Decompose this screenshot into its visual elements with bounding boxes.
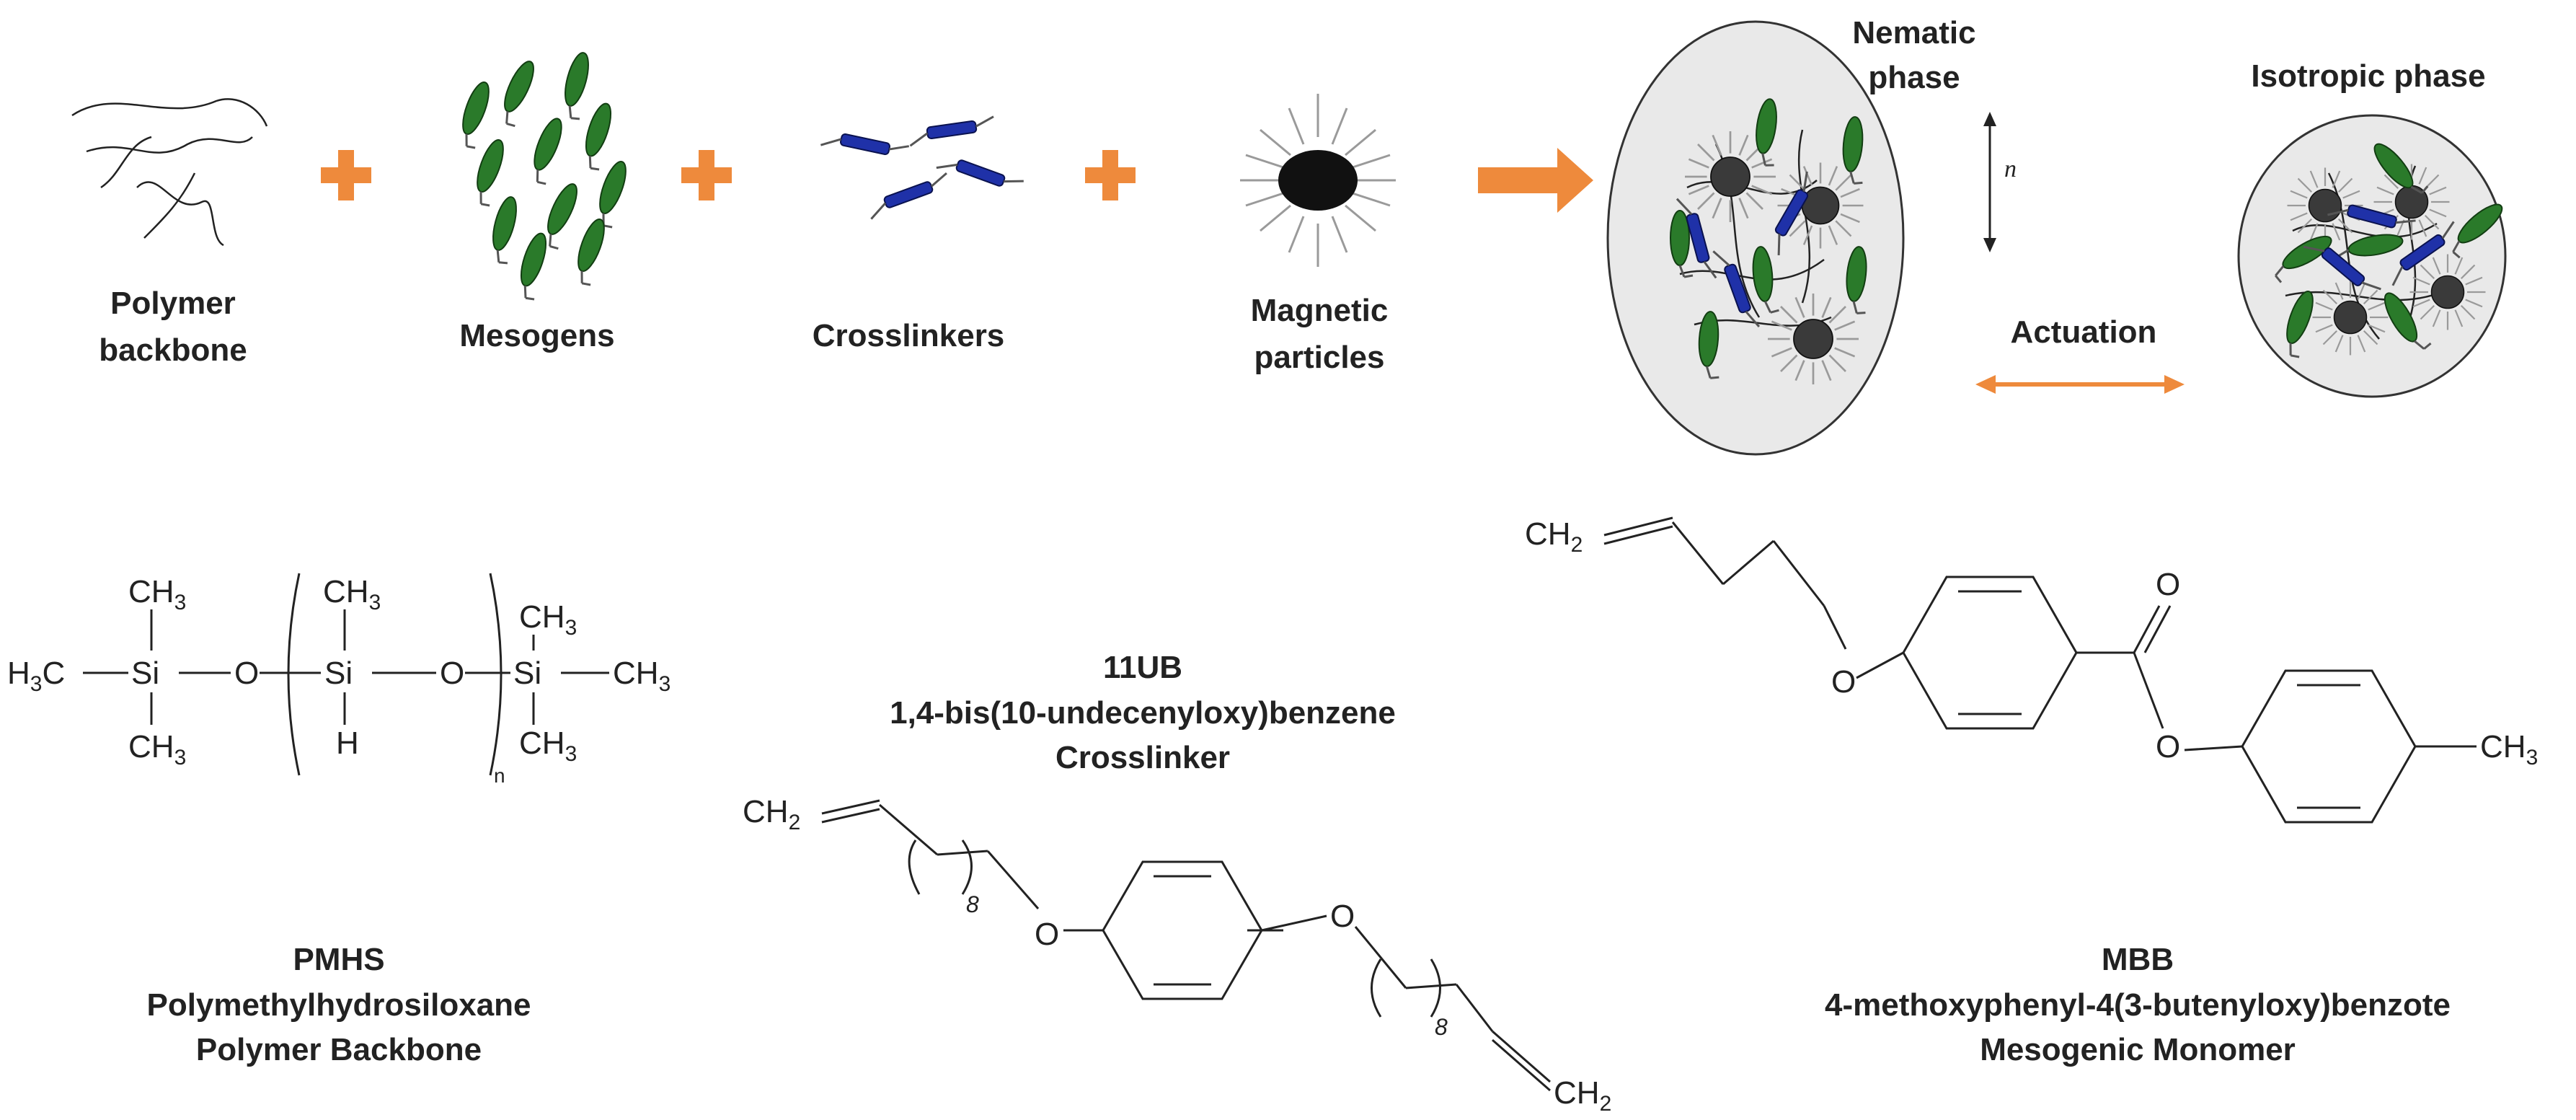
pmhs-ch3-top-3: CH3	[519, 599, 577, 640]
magnetic-particle-icon	[1240, 94, 1396, 267]
pmhs-ch3-top-1: CH3	[128, 574, 186, 614]
pmhs-si-3: Si	[513, 656, 541, 691]
isotropic-label: Isotropic phase	[2251, 58, 2485, 94]
crosslinkers-label: Crosslinkers	[813, 318, 1005, 353]
mbb-label-line1: MBB	[2102, 942, 2174, 977]
mbb-structure: CH2 O O O CH3	[1525, 516, 2538, 824]
pmhs-h: H	[336, 726, 359, 761]
xl-ch2-left: CH2	[743, 794, 800, 834]
crosslinkers-icon	[819, 115, 1025, 221]
pmhs-label-line2: Polymethylhydrosiloxane	[146, 987, 531, 1023]
pmhs-ch3-right: CH3	[613, 656, 670, 696]
svg-text:H3C: H3C	[7, 656, 65, 696]
crosslinker-structure: CH2 8 O O 8 CH2	[743, 794, 1611, 1116]
pmhs-si-2: Si	[324, 656, 353, 691]
actuation-arrow-icon	[1975, 375, 2185, 394]
pmhs-o-1: O	[234, 656, 259, 691]
pmhs-h3c-left: H3C	[7, 656, 65, 696]
crosslinker-label-line3: Crosslinker	[1055, 740, 1230, 775]
pmhs-o-2: O	[440, 656, 464, 691]
plus-icon-1	[321, 150, 371, 200]
xl-repeat-1: 8	[966, 891, 979, 917]
mbb-o-carbonyl: O	[2156, 567, 2180, 602]
crosslinker-label-line1: 11UB	[1103, 650, 1182, 685]
mbb-o-ether: O	[1831, 664, 1856, 700]
mesogens-icon	[452, 49, 636, 302]
pmhs-label-line1: PMHS	[293, 942, 384, 977]
mbb-label-line2: 4-methoxyphenyl-4(3-butenyloxy)benzote	[1825, 987, 2451, 1023]
director-label: n	[2004, 156, 2017, 182]
mbb-ch3: CH3	[2480, 729, 2538, 770]
crosslinker-label-line2: 1,4-bis(10-undecenyloxy)benzene	[890, 695, 1396, 731]
pmhs-ch3-bottom-3: CH3	[519, 726, 577, 766]
xl-ch2-right: CH2	[1554, 1075, 1611, 1116]
xl-o-left: O	[1035, 917, 1059, 952]
actuation-label: Actuation	[2011, 314, 2157, 350]
pmhs-ch3-bottom-1: CH3	[128, 729, 186, 770]
particles-label-line2: particles	[1254, 340, 1385, 375]
pmhs-n: n	[494, 764, 505, 787]
polymer-backbone-icon	[71, 98, 268, 247]
nematic-phase-ellipse	[1606, 20, 1905, 456]
plus-icon-3	[1085, 150, 1136, 200]
pmhs-ch3-top-2: CH3	[323, 574, 381, 614]
mbb-o-ester: O	[2156, 729, 2180, 764]
mesogens-label: Mesogens	[459, 318, 614, 353]
isotropic-phase-circle	[2237, 114, 2511, 398]
xl-repeat-2: 8	[1435, 1014, 1448, 1040]
director-arrow-icon	[1983, 112, 1996, 252]
backbone-label-line2: backbone	[99, 332, 247, 368]
reaction-arrow-icon	[1478, 148, 1593, 213]
pmhs-si-1: Si	[131, 656, 159, 691]
plus-icon-2	[681, 150, 732, 200]
backbone-label-line1: Polymer	[110, 286, 236, 321]
mbb-label-line3: Mesogenic Monomer	[1980, 1032, 2296, 1067]
mbb-ch2: CH2	[1525, 516, 1583, 557]
nematic-label-line2: phase	[1868, 60, 1960, 95]
pmhs-label-line3: Polymer Backbone	[196, 1032, 482, 1067]
pmhs-structure: H3C Si CH3 CH3 O Si CH3 H O n Si CH3 CH3…	[7, 573, 670, 787]
particles-label-line1: Magnetic	[1251, 293, 1389, 328]
xl-o-right: O	[1330, 899, 1355, 934]
nematic-label-line1: Nematic	[1852, 15, 1975, 50]
